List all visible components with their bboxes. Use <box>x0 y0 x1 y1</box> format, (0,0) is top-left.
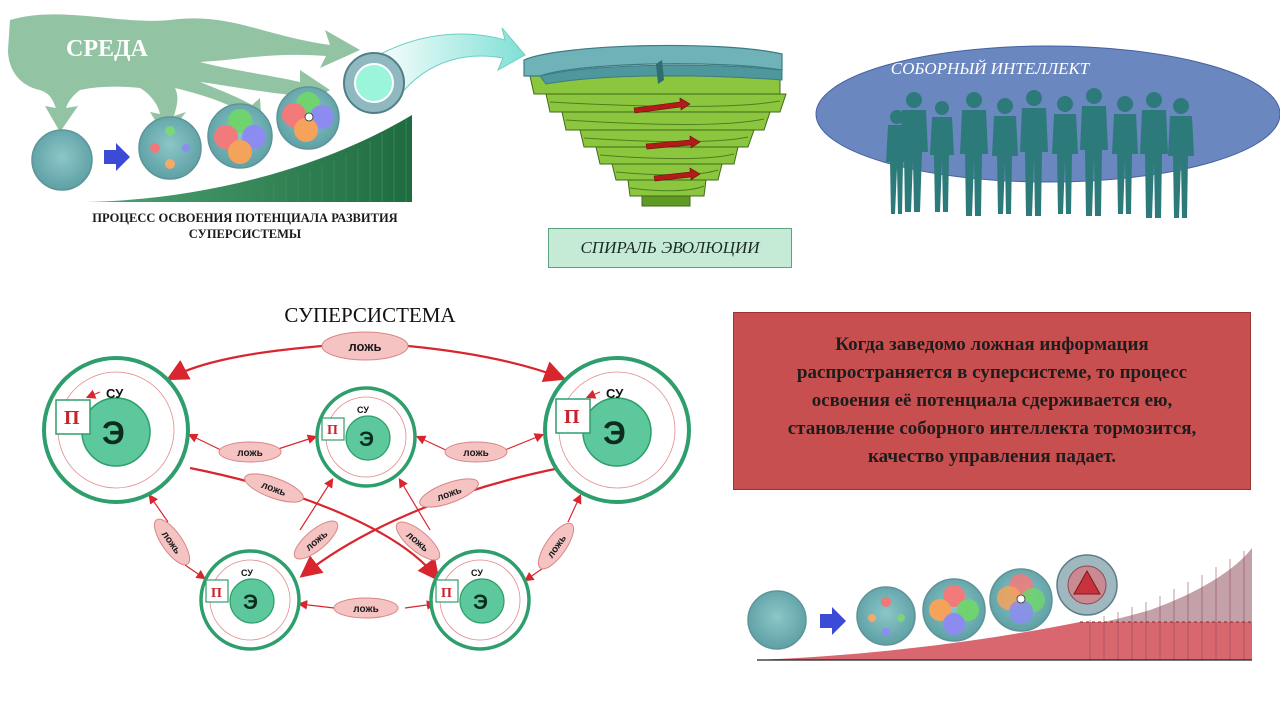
cell-growing-bottom <box>922 578 986 642</box>
degradation-ramp <box>757 548 1252 661</box>
statement-box: Когда заведомо ложная информация распрос… <box>733 312 1251 490</box>
blue-arrow-icon-bottom <box>820 607 846 635</box>
cell-complete <box>343 52 405 114</box>
process-ramp <box>85 115 412 202</box>
lie-label-left-center: ложь <box>237 448 262 459</box>
node-bottom-left-e-label: Э <box>243 591 258 614</box>
cell-growing <box>207 103 273 169</box>
cell-degraded-bottom <box>1056 554 1118 616</box>
node-right-su-label: СУ <box>606 386 624 401</box>
crowd-silhouette <box>886 88 1194 218</box>
cell-mature-bottom <box>989 568 1053 632</box>
node-bottom-right-p-label: П <box>441 586 452 601</box>
node-left-su-label: СУ <box>106 386 124 401</box>
supersystem-title: СУПЕРСИСТЕМА <box>284 303 456 327</box>
cell-seeded <box>138 116 202 180</box>
spiral-of-evolution <box>523 44 787 207</box>
system-node-center <box>315 386 417 488</box>
statement-text: Когда заведомо ложная информация распрос… <box>787 334 1197 467</box>
node-right-p-label: П <box>564 406 580 428</box>
supersystem-network <box>42 331 691 651</box>
cell-simple-bottom <box>747 590 807 650</box>
cell-seeded-bottom <box>856 586 916 646</box>
cell-mature <box>276 86 340 150</box>
process-caption: ПРОЦЕСС ОСВОЕНИЯ ПОТЕНЦИАЛА РАЗВИТИЯ СУП… <box>92 211 398 241</box>
node-bottom-right-e-label: Э <box>473 591 488 614</box>
lie-label-top: ложь <box>348 339 381 354</box>
system-node-bottom-right <box>429 549 531 651</box>
blue-arrow-icon <box>104 143 130 171</box>
node-bottom-left-su-label: СУ <box>241 568 253 578</box>
environment-label: СРЕДА <box>66 36 148 62</box>
lie-label-bottom: ложь <box>353 604 378 615</box>
teal-flow-arrow <box>369 27 526 96</box>
spiral-label: СПИРАЛЬ ЭВОЛЮЦИИ <box>580 238 760 257</box>
node-center-su-label: СУ <box>357 405 369 415</box>
spiral-label-box: СПИРАЛЬ ЭВОЛЮЦИИ <box>548 228 792 268</box>
system-node-left <box>42 356 190 504</box>
node-bottom-left-p-label: П <box>211 586 222 601</box>
node-right-e-label: Э <box>603 415 626 451</box>
lie-label-center-right: ложь <box>463 448 488 459</box>
node-left-e-label: Э <box>102 415 125 451</box>
cell-simple <box>31 129 93 191</box>
system-node-bottom-left <box>199 549 301 651</box>
node-bottom-right-su-label: СУ <box>471 568 483 578</box>
environment-arrow <box>8 14 360 139</box>
collective-intellect-label: СОБОРНЫЙ ИНТЕЛЛЕКТ <box>890 59 1090 78</box>
node-center-p-label: П <box>327 423 338 438</box>
node-center-e-label: Э <box>359 428 374 451</box>
node-left-p-label: П <box>64 407 80 429</box>
system-node-right <box>543 356 691 504</box>
